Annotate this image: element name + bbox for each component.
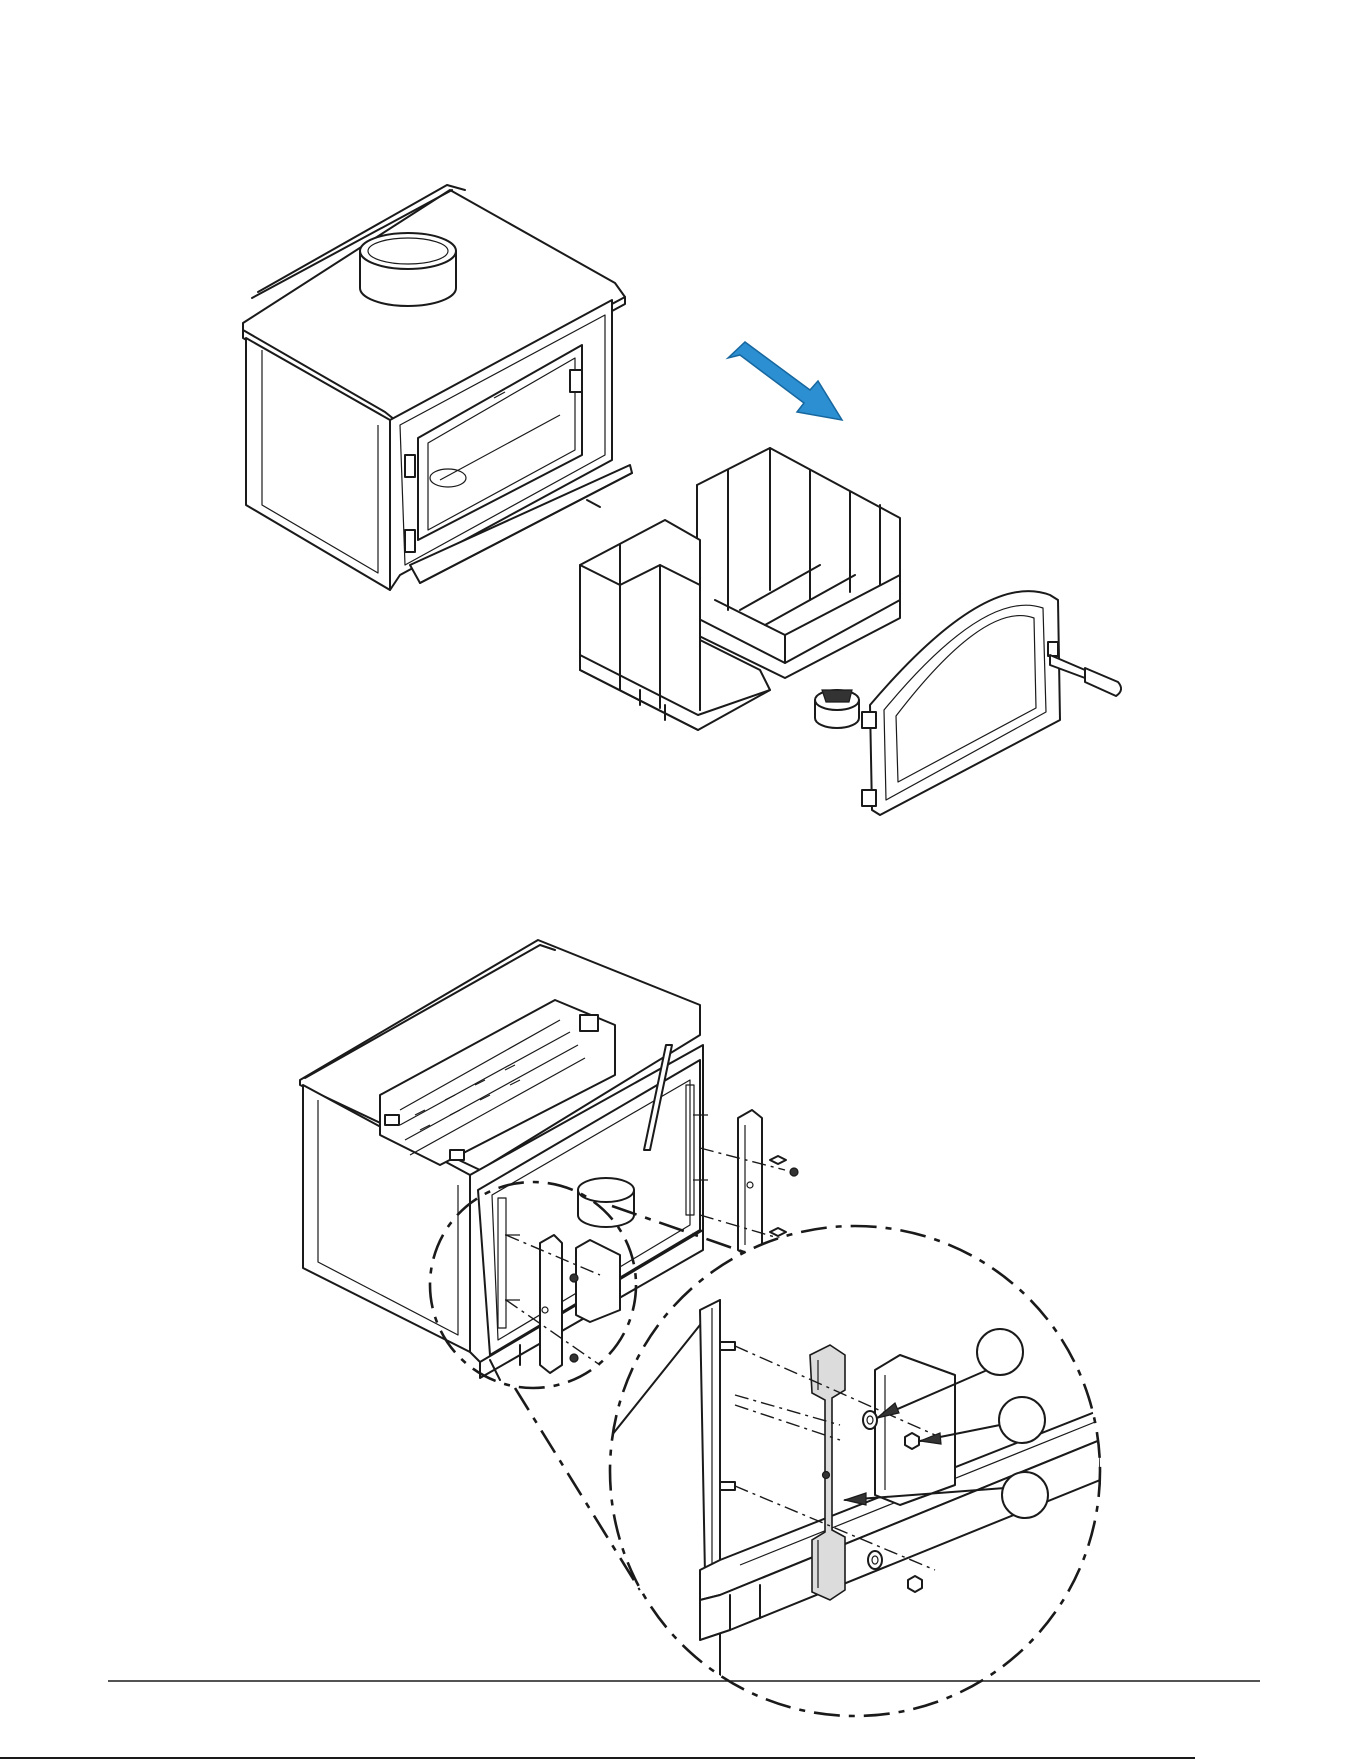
handle-icon <box>1050 655 1121 696</box>
arrow-icon <box>728 342 842 420</box>
callout-hinge-bracket <box>1002 1472 1048 1518</box>
callout-washer <box>977 1329 1023 1375</box>
door-hinge-bracket-figure <box>300 940 1100 1760</box>
firebrick-right <box>697 448 900 678</box>
stove-door <box>862 591 1121 815</box>
knob <box>815 690 859 728</box>
stove-body-rear <box>300 940 708 1380</box>
hinge-bracket-right <box>700 1110 798 1258</box>
callout-nut <box>999 1397 1045 1443</box>
flue-collar-icon <box>360 233 456 306</box>
stove-body <box>243 185 632 590</box>
stove-disassembly-figure <box>243 185 1121 815</box>
